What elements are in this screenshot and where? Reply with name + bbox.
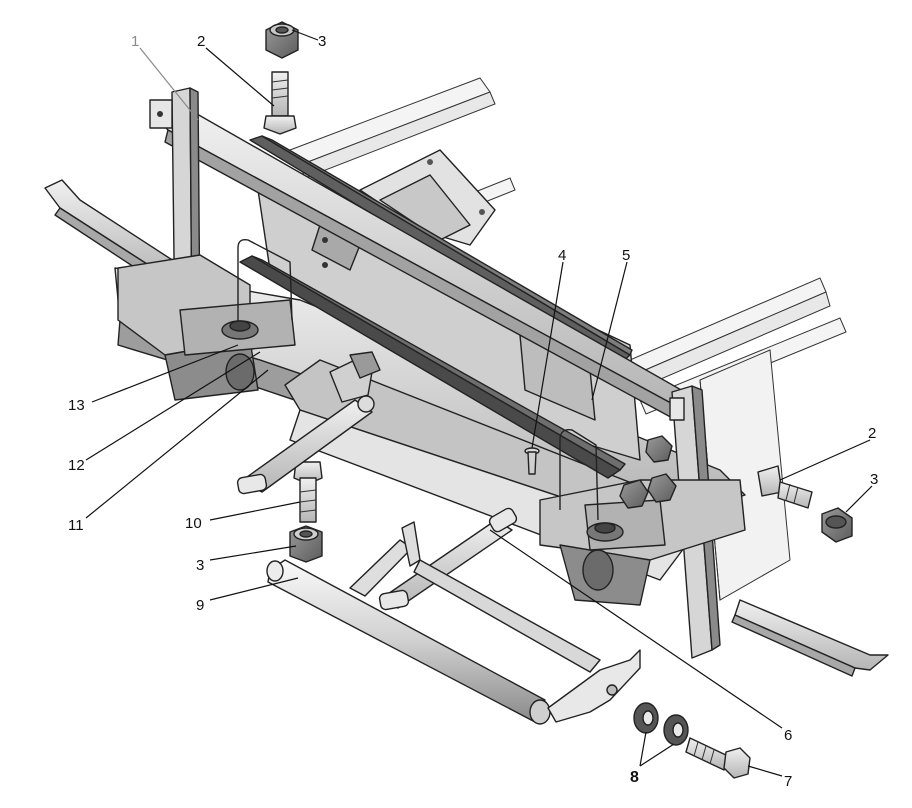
callout-4: 4 <box>558 247 566 264</box>
callout-12: 12 <box>68 457 85 474</box>
right-mount-box <box>539 479 746 606</box>
callout-2-right: 2 <box>868 425 876 442</box>
bolt-part-2-right <box>757 465 813 509</box>
callout-5: 5 <box>622 247 630 264</box>
center-small-bracket <box>329 351 381 403</box>
callout-13: 13 <box>68 397 85 414</box>
leader-lines <box>85 29 873 777</box>
middle-rubber-strip <box>239 255 626 479</box>
left-u-bolt <box>237 238 293 322</box>
strap-left <box>236 395 375 495</box>
strap-right <box>378 507 518 611</box>
callout-6: 6 <box>784 727 792 744</box>
right-u-bolt <box>559 429 599 521</box>
tube-bar-part-9 <box>266 521 641 725</box>
nut-part-3-right <box>821 507 853 543</box>
callout-8: 8 <box>630 769 639 786</box>
callout-7: 7 <box>784 773 792 790</box>
nut-part-3-top <box>265 21 299 59</box>
chassis-cross-bracket <box>359 149 496 246</box>
callout-3-top: 3 <box>318 33 326 50</box>
right-clamp-nuts <box>619 435 677 509</box>
bolt-part-2-top <box>263 71 297 135</box>
callout-3-right: 3 <box>870 471 878 488</box>
nut-part-3-lower <box>289 525 323 563</box>
bolt-part-7 <box>685 737 751 779</box>
callout-1: 1 <box>131 33 139 50</box>
left-mount-box <box>117 254 296 401</box>
callout-9: 9 <box>196 597 204 614</box>
washers-part-8 <box>633 702 689 746</box>
bolt-part-10 <box>293 461 323 523</box>
right-side-bracket <box>731 599 889 677</box>
callout-2-top: 2 <box>197 33 205 50</box>
callout-10: 10 <box>185 515 202 532</box>
callout-3-lower: 3 <box>196 557 204 574</box>
callout-11: 11 <box>68 517 84 534</box>
callout-labels: 1 2 3 4 5 2 3 6 7 8 9 3 10 11 12 13 <box>68 33 878 790</box>
